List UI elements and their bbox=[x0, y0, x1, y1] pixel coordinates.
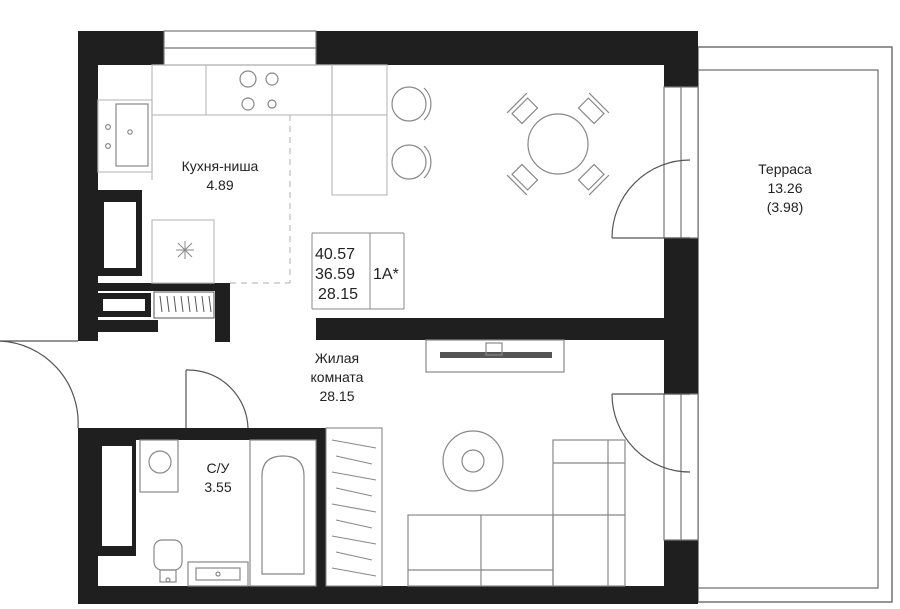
total-area: 40.57 bbox=[315, 246, 355, 263]
wardrobe-icon bbox=[325, 427, 383, 587]
hanger-mark bbox=[331, 471, 377, 481]
terrace-area-reduced: (3.98) bbox=[767, 199, 804, 215]
dining-table-icon bbox=[506, 92, 610, 196]
tv-icon bbox=[425, 339, 565, 373]
hanger-mark bbox=[335, 455, 373, 465]
hanger-mark bbox=[335, 487, 373, 497]
bar-stool-icon bbox=[391, 86, 432, 180]
shelf-mark bbox=[173, 295, 177, 313]
shelf-mark bbox=[194, 295, 198, 313]
apartment-type: 1А* bbox=[373, 266, 399, 283]
shelf-mark bbox=[187, 295, 191, 313]
shelf-mark bbox=[201, 295, 205, 313]
windows bbox=[163, 30, 699, 541]
area-summary-box: 40.57 36.59 1А* 28.15 bbox=[311, 232, 405, 310]
kitchen-area: 4.89 bbox=[206, 177, 233, 193]
hanger-mark bbox=[331, 535, 377, 545]
bathroom-furniture bbox=[139, 439, 179, 493]
hanger-mark bbox=[331, 503, 377, 513]
living-space-area: 36.59 bbox=[315, 266, 355, 283]
corridor-cabinet bbox=[153, 291, 215, 319]
hanger-mark bbox=[331, 567, 377, 577]
shelf-mark bbox=[159, 295, 163, 313]
residential-area: 28.15 bbox=[318, 286, 358, 303]
bathtub-icon bbox=[249, 439, 317, 587]
bathroom-area: 3.55 bbox=[204, 479, 231, 495]
living-name-line2: комната bbox=[311, 369, 364, 385]
room-labels: Кухня-ниша 4.89 Терраса 13.26 (3.98) Жил… bbox=[182, 158, 812, 495]
kitchen-furniture bbox=[97, 64, 388, 284]
outer-walls bbox=[78, 31, 698, 604]
hanger-mark bbox=[335, 519, 373, 529]
kitchen-name: Кухня-ниша bbox=[182, 158, 259, 174]
shaft-boxes bbox=[97, 196, 151, 546]
living-name-line1: Жилая bbox=[315, 350, 359, 366]
stove-icon bbox=[239, 70, 279, 111]
bathroom-sink-icon bbox=[187, 561, 249, 587]
living-area: 28.15 bbox=[319, 388, 354, 404]
terrace-name: Терраса bbox=[758, 161, 812, 177]
doors bbox=[0, 159, 691, 473]
hanger-mark bbox=[331, 439, 377, 449]
hanger-mark bbox=[335, 551, 373, 561]
sink-icon bbox=[104, 103, 149, 167]
shelf-mark bbox=[208, 295, 212, 313]
terrace-area: 13.26 bbox=[767, 180, 802, 196]
washing-machine-icon bbox=[176, 241, 194, 259]
terrace bbox=[697, 46, 893, 603]
bathroom-name: С/У bbox=[207, 460, 230, 476]
toilet-icon bbox=[153, 539, 183, 583]
round-rug-icon bbox=[442, 430, 504, 492]
sofa-icon bbox=[407, 439, 626, 587]
shelf-mark bbox=[166, 295, 170, 313]
shelf-mark bbox=[180, 295, 184, 313]
